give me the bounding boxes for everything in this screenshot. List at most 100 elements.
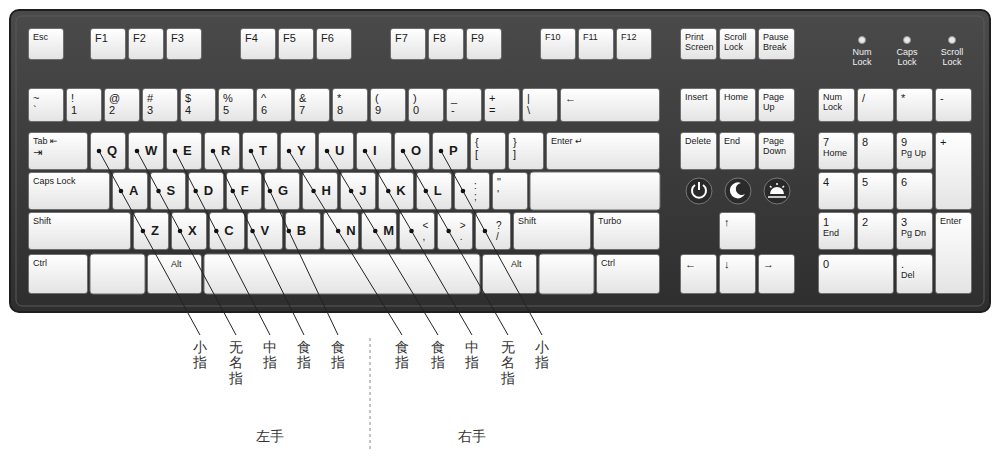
key-legend: D [204,184,213,198]
key-legend: ( [375,92,401,104]
keyboard-key: ^6 [256,88,292,122]
keyboard-key: 0 [818,254,894,294]
key-legend: 9 [375,104,401,116]
key-legend: 5 [862,176,889,188]
key-legend: B [297,224,306,238]
keyboard-key: Insert [680,88,717,122]
indicator-label: Num Lock [842,48,882,68]
keyboard-key: I [356,132,392,170]
indicator-light [859,37,866,44]
keyboard-key: Page Up [758,88,795,122]
key-legend: Q [107,144,117,158]
keyboard-key: 5 [857,172,894,210]
keyboard-key: Caps Lock [28,172,110,210]
keyboard-key: $4 [180,88,216,122]
blank-key [90,254,145,294]
key-legend: U [335,144,344,158]
keyboard-key: F4 [240,28,276,60]
keyboard-key: U [318,132,354,170]
key-legend: F5 [283,32,309,44]
key-legend: Pg Dn [901,228,928,238]
keyboard-key: ← [680,254,717,294]
key-legend: Tab ⇤ [33,136,83,146]
keyboard-key: ↓ [719,254,756,294]
key-legend: ' [497,188,523,200]
key-legend: Shift [518,216,586,226]
key-legend: Esc [33,32,59,42]
keyboard-key: H [302,172,338,210]
key-legend: ; [474,191,477,202]
keyboard-key: F3 [166,28,202,60]
key-legend: + [489,92,515,104]
key-legend: > [460,220,466,231]
key-legend: Num Lock [823,92,850,113]
keyboard-key: - [935,88,972,122]
key-legend: → [763,258,790,270]
key-legend: 9 [901,136,928,148]
keyboard-key: Alt [147,254,202,294]
keyboard-key: L [416,172,452,210]
key-legend: C [224,224,233,238]
keyboard-key: 7Home [818,132,855,170]
keyboard-key: F2 [128,28,164,60]
keyboard-key: R [204,132,240,170]
keyboard-key: G [264,172,300,210]
key-legend: Y [297,144,306,158]
keyboard-key: (9 [370,88,406,122]
keyboard-key: Z [133,212,169,250]
keyboard-key: X [171,212,207,250]
keyboard-key: C [209,212,245,250]
key-legend: ^ [261,92,287,104]
keyboard-key: Q [90,132,126,170]
keyboard-key: <, [399,212,435,250]
wake-button [764,178,790,204]
key-legend: 4 [185,104,211,116]
keyboard-key: A [112,172,148,210]
key-legend: N [346,224,355,238]
keyboard-key: Ctrl [596,254,660,294]
key-legend: * [901,92,928,104]
key-legend: Enter [940,216,967,226]
keyboard-key: F9 [466,28,502,60]
keyboard-key: |\ [522,88,558,122]
key-legend: ` [33,104,59,116]
finger-label: 无名指 [501,340,515,386]
finger-label: 中指 [465,340,479,371]
keyboard-key: 3Pg Dn [896,212,933,250]
key-legend: ] [513,148,539,160]
keyboard-key: B [285,212,321,250]
keyboard-key: Print Screen [680,28,717,60]
key-legend: F9 [471,32,497,44]
keyboard-key: 1End [818,212,855,250]
keyboard-key: N [323,212,359,250]
keyboard-key: D [188,172,224,210]
keyboard-key: 4 [818,172,855,210]
keyboard-key: Num Lock [818,88,855,122]
key-legend: End [724,136,751,146]
finger-label: 无名指 [229,340,243,386]
keyboard-key: F11 [578,28,614,60]
keyboard-key: ~` [28,88,64,122]
key-legend: . [901,258,928,270]
key-legend: < [423,220,429,231]
key-legend: F4 [245,32,271,44]
key-legend: Alt [171,259,182,269]
key-legend: Alt [511,259,522,269]
keyboard-key: Shift [28,212,131,250]
indicator-light [949,37,956,44]
key-legend: 8 [337,104,363,116]
keyboard-key: Page Down [758,132,795,170]
key-legend: # [147,92,173,104]
keyboard-key: %5 [218,88,254,122]
keyboard-key: !1 [66,88,102,122]
keyboard-key: E [166,132,202,170]
keyboard-key: End [719,132,756,170]
finger-label: 食指 [431,340,445,371]
keyboard-key: Ctrl [28,254,88,294]
key-legend: ← [685,258,712,270]
hand-label: 右手 [442,428,502,446]
finger-label: 食指 [331,340,345,371]
keyboard-key: :; [454,172,490,210]
key-legend: ~ [33,92,59,104]
